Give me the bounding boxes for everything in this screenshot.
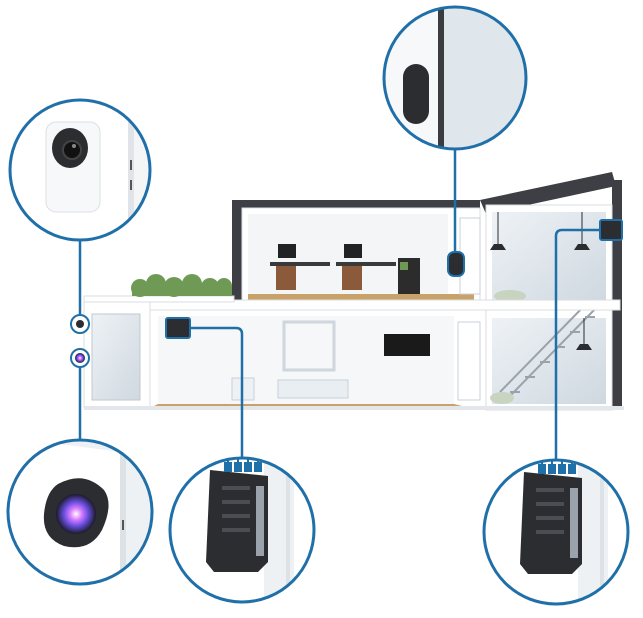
- angled-roof: [480, 172, 616, 214]
- brick-wall-left: [232, 205, 242, 300]
- hub-left-connector: [190, 326, 244, 458]
- access-reader-icon: [43, 478, 109, 548]
- entrance-door: [91, 313, 141, 401]
- connector-lines: [78, 149, 600, 460]
- house: [70, 172, 624, 411]
- staircase: [499, 299, 599, 399]
- callout-reader: [6, 438, 154, 586]
- access-hub-icon: [206, 462, 268, 572]
- callout-door-camera: [8, 98, 152, 242]
- upper-window: [492, 212, 606, 302]
- callout-sensor: [382, 5, 528, 151]
- hub-right-connector: [554, 228, 600, 460]
- callout-hub-left: [168, 456, 316, 604]
- office-desks: [270, 244, 420, 294]
- roof-hedge: [131, 274, 232, 297]
- hub-right-location-marker[interactable]: [599, 219, 623, 241]
- ground-line: [84, 406, 624, 410]
- roof-slab: [232, 200, 480, 208]
- television: [384, 334, 430, 356]
- access-hub-icon: [520, 464, 582, 574]
- sensor-location-marker[interactable]: [447, 251, 465, 277]
- interior-door: [457, 321, 481, 401]
- camera-dot-icon: [76, 320, 84, 328]
- window-plant: [490, 392, 514, 404]
- hub-left-location-marker[interactable]: [165, 317, 191, 339]
- window-plant: [494, 290, 526, 302]
- reader-dot-icon: [75, 353, 85, 363]
- doorbell-camera-icon: [45, 121, 101, 213]
- pendant-lamps: [490, 212, 592, 350]
- entrance-roof: [83, 295, 235, 303]
- wall-shelf: [282, 320, 336, 372]
- brick-wall-right: [612, 180, 622, 410]
- sofa: [277, 379, 349, 399]
- callout-hub-right: [482, 458, 630, 606]
- office-floor: [248, 294, 474, 300]
- door-sensor-icon: [403, 64, 429, 124]
